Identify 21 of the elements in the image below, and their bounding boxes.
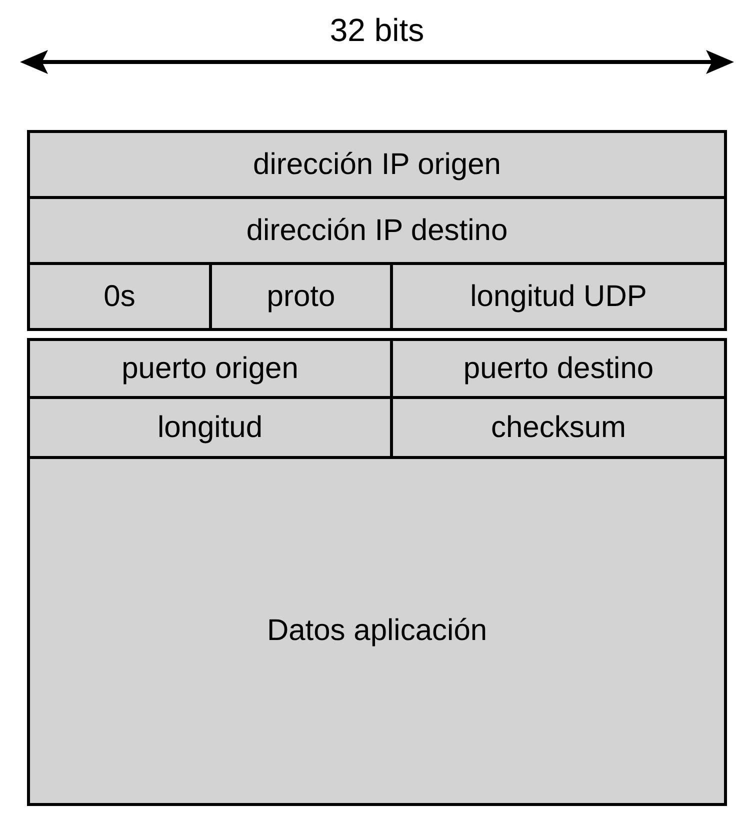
header-field <box>27 196 727 265</box>
field-label: dirección IP destino <box>246 212 508 248</box>
field-label: dirección IP origen <box>253 146 501 182</box>
header-field <box>390 262 727 331</box>
header-field <box>390 338 727 399</box>
field-label: puerto destino <box>463 350 654 386</box>
header-field <box>27 456 727 806</box>
field-label: proto <box>266 278 336 314</box>
header-field <box>27 130 727 199</box>
field-label: longitud <box>157 410 263 446</box>
field-label: 0s <box>104 278 136 314</box>
header-field <box>27 396 393 459</box>
field-label: longitud UDP <box>470 278 647 314</box>
field-label: checksum <box>490 410 626 446</box>
header-field <box>209 262 393 331</box>
field-label: puerto origen <box>122 350 298 386</box>
header-field <box>27 338 393 399</box>
header-field <box>27 262 212 331</box>
header-field <box>390 396 727 459</box>
dimension-label: 32 bits <box>328 11 426 50</box>
field-label: Datos aplicación <box>266 613 488 649</box>
